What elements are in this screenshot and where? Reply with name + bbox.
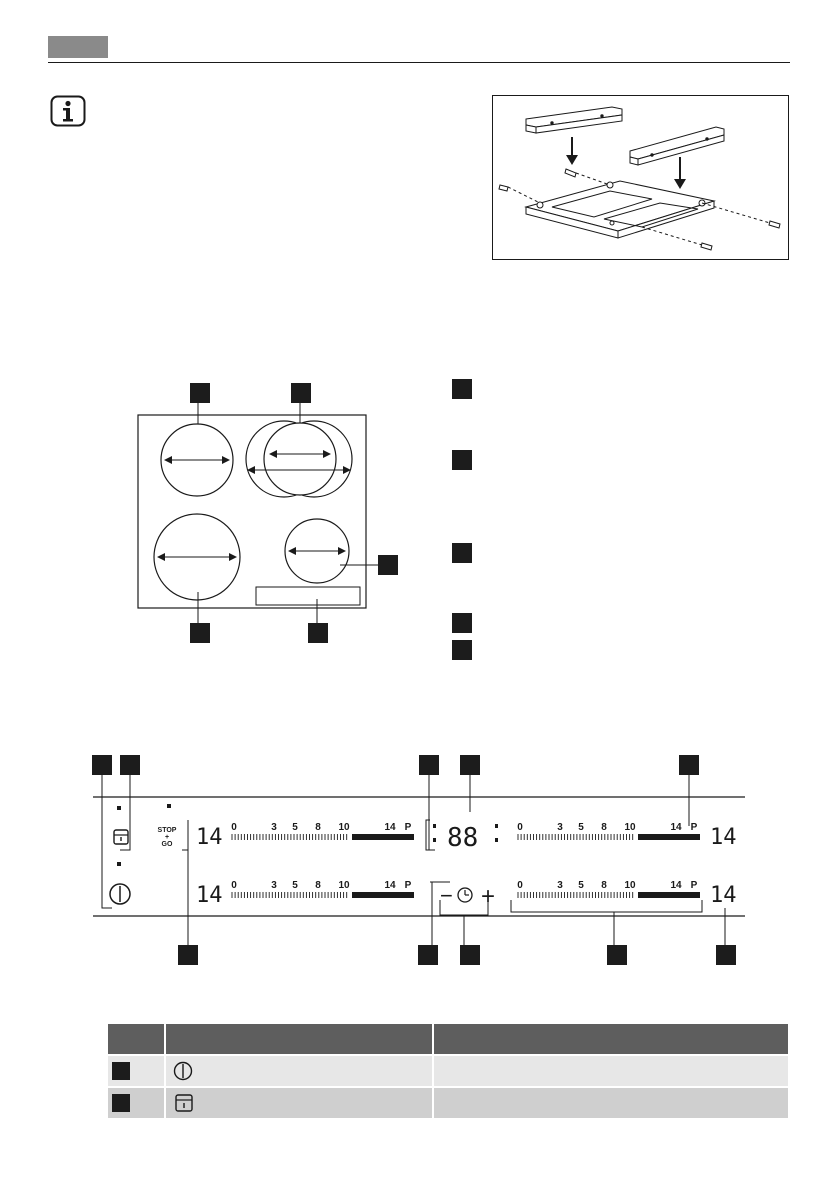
- slider-label: 8: [601, 822, 607, 833]
- slider-label: 3: [557, 880, 563, 891]
- power-icon[interactable]: [109, 883, 131, 905]
- arrow-down-left: [566, 137, 578, 165]
- display-bottom-right: 14: [710, 883, 737, 908]
- slider-label: 0: [231, 822, 237, 833]
- cooking-zones-diagram: [137, 403, 378, 623]
- label-cp-2: [120, 755, 140, 775]
- timer-plus-button[interactable]: +: [481, 883, 495, 910]
- slider-bar: [638, 892, 700, 898]
- slider-label: P: [691, 822, 698, 833]
- table-header: [108, 1024, 788, 1054]
- label-cp-3: [419, 755, 439, 775]
- info-icon: [50, 95, 86, 127]
- label-cp-1: [92, 755, 112, 775]
- slider-label: P: [405, 880, 412, 891]
- slider-bar: [352, 892, 414, 898]
- slider-label: 3: [557, 822, 563, 833]
- label-zone-2: [291, 383, 311, 403]
- slider-label: 8: [315, 822, 321, 833]
- label-cp-4: [460, 755, 480, 775]
- slider-label: 8: [601, 880, 607, 891]
- slider-label: 14: [384, 822, 396, 833]
- slider-label: P: [405, 822, 412, 833]
- slider-label: 5: [292, 880, 298, 891]
- label-zone-5: [308, 623, 328, 643]
- plus-label: +: [165, 834, 169, 841]
- label-cp-10: [716, 945, 736, 965]
- bracket-left: [525, 106, 623, 134]
- slider-bottom-left[interactable]: 0 3 5 8 10 14 P: [231, 880, 414, 898]
- slider-label: 3: [271, 880, 277, 891]
- label-cp-6: [178, 945, 198, 965]
- zone-top-right-inner: [263, 422, 337, 496]
- header-rule: [48, 62, 790, 63]
- slider-bar: [638, 834, 700, 840]
- hob-body: [524, 180, 716, 239]
- table-row: [108, 1088, 788, 1118]
- slider-label: 10: [338, 822, 350, 833]
- label-zone-4: [190, 623, 210, 643]
- slider-label: 14: [384, 880, 396, 891]
- slider-label: 10: [624, 880, 636, 891]
- slider-label: 5: [578, 822, 584, 833]
- screws: [498, 168, 781, 251]
- slider-label: 3: [271, 822, 277, 833]
- table-row: [108, 1056, 788, 1086]
- label-cp-5: [679, 755, 699, 775]
- slider-bottom-right[interactable]: 0 3 5 8 10 14 P: [517, 880, 700, 898]
- lock-icon: [175, 1094, 193, 1112]
- lock-icon[interactable]: [113, 829, 129, 845]
- label-zone-3: [378, 555, 398, 575]
- bracket-right: [629, 126, 725, 166]
- display-top-left: 14: [196, 825, 223, 850]
- slider-top-right[interactable]: 0 3 5 8 10 14 P: [517, 822, 700, 840]
- arrow-down-right: [674, 157, 686, 189]
- label-zone-1: [190, 383, 210, 403]
- slider-label: 0: [231, 880, 237, 891]
- slider-label: P: [691, 880, 698, 891]
- slider-label: 10: [338, 880, 350, 891]
- slider-label: 8: [315, 880, 321, 891]
- legend-marker-3: [452, 543, 472, 563]
- mounting-illustration: [492, 95, 789, 260]
- go-label[interactable]: GO: [162, 841, 173, 848]
- label-cp-8: [460, 945, 480, 965]
- power-icon: [173, 1061, 193, 1081]
- stop-label: STOP: [158, 827, 177, 834]
- slider-top-left[interactable]: 0 3 5 8 10 14 P: [231, 822, 414, 840]
- control-panel-outline: [255, 586, 361, 606]
- legend-marker-2: [452, 450, 472, 470]
- timer-minus-button[interactable]: −: [440, 883, 453, 908]
- slider-label: 10: [624, 822, 636, 833]
- slider-label: 5: [578, 880, 584, 891]
- legend-marker-1: [452, 379, 472, 399]
- slider-label: 0: [517, 822, 523, 833]
- label-cp-7: [418, 945, 438, 965]
- slider-label: 14: [670, 880, 682, 891]
- display-timer: 88: [447, 823, 478, 853]
- display-top-right: 14: [710, 825, 737, 850]
- legend-marker-5: [452, 640, 472, 660]
- slider-bar: [352, 834, 414, 840]
- slider-label: 14: [670, 822, 682, 833]
- label-cp-9: [607, 945, 627, 965]
- chapter-tab: [48, 36, 108, 58]
- slider-label: 5: [292, 822, 298, 833]
- legend-marker-4: [452, 613, 472, 633]
- slider-label: 0: [517, 880, 523, 891]
- display-bottom-left: 14: [196, 883, 223, 908]
- clock-icon[interactable]: [457, 887, 473, 903]
